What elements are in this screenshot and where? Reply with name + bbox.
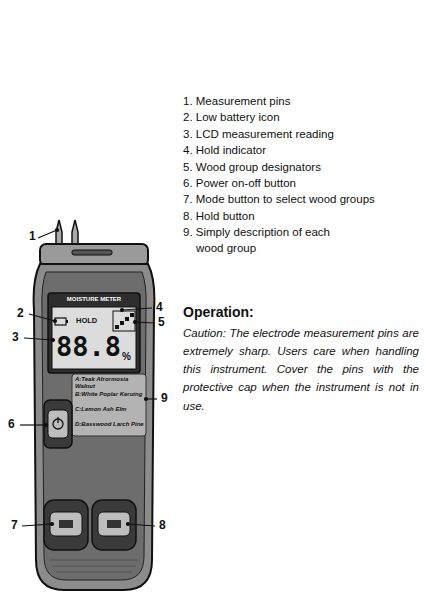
power-symbol: [57, 417, 58, 423]
battery-tip: [66, 320, 68, 323]
callout-number: 2: [17, 306, 24, 320]
device-brand: MOISTURE METER: [52, 296, 136, 304]
callout-number: 7: [11, 518, 18, 532]
hold-button-recess: [92, 500, 136, 550]
unit-symbol: %: [122, 351, 131, 363]
callout-number: 9: [161, 391, 168, 405]
hold-indicator: HOLD: [76, 316, 97, 325]
wood-group-text: D:Basswood Larch Pine: [75, 421, 144, 428]
wood-group-text: B:White Poplar Keruing: [75, 391, 144, 398]
lcd-bezel: [48, 293, 140, 373]
face-panel: [42, 272, 146, 580]
measurement-pin: [56, 220, 62, 246]
caution-note: Caution: The electrode measurement pins …: [183, 324, 419, 415]
wood-group-text: C:Lemon Ash Elm: [75, 406, 144, 413]
hold-symbol: [107, 520, 121, 528]
lcd-reading: 88.8: [56, 331, 121, 363]
power-button: [48, 410, 68, 438]
grip-ridges: [50, 560, 138, 572]
mode-button: [50, 512, 82, 536]
legend-list-item: 6. Power on-off button: [183, 175, 419, 191]
legend-list-item: 1. Measurement pins: [183, 93, 419, 109]
hold-button: [98, 512, 130, 536]
mode-symbol: [59, 520, 73, 528]
legend-list-item: 9. Simply description of each wood group: [183, 224, 346, 256]
measurement-pin: [72, 220, 78, 246]
callout-number: 6: [8, 417, 15, 431]
callout-number: 4: [156, 300, 163, 314]
callout-number: 1: [29, 229, 36, 243]
head-slot: [72, 250, 112, 255]
callout-number: 5: [158, 315, 165, 329]
meter-head: [40, 244, 148, 266]
legend-list-item: 7. Mode button to select wood groups: [183, 191, 419, 207]
legend-list-item: 2. Low battery icon: [183, 109, 419, 125]
wood-group-panel: [72, 374, 146, 436]
mode-button-recess: [44, 500, 88, 550]
legend-list-item: 3. LCD measurement reading: [183, 126, 419, 142]
wood-group-icon: [113, 311, 135, 331]
lcd-screen: [52, 307, 136, 369]
legend-list-item: 5. Wood group designators: [183, 159, 419, 175]
section-heading: Operation:: [183, 304, 383, 321]
power-button-recess: [44, 400, 72, 448]
wood-group-text: A:Teak Afrormosia Walnut: [75, 376, 144, 390]
callout-number: 3: [12, 330, 19, 344]
legend-list-item: 4. Hold indicator: [183, 142, 419, 158]
leader-lines: [20, 229, 157, 527]
callout-number: 8: [159, 518, 166, 532]
legend-list-item: 8. Hold button: [183, 208, 419, 224]
meter-body: [34, 264, 155, 590]
